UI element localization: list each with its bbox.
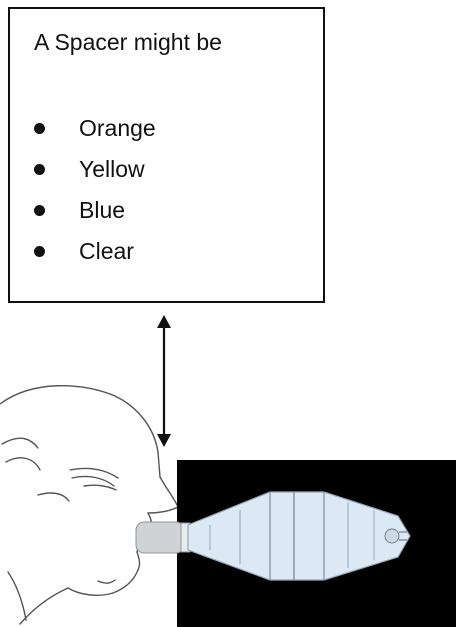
list-item-label: Yellow [79,158,145,181]
bullet-icon [34,123,45,134]
list-item-label: Clear [79,240,134,263]
list-item-label: Orange [79,117,156,140]
bullet-icon [34,246,45,257]
list-item: Orange [28,108,156,149]
spacer-colors-textbox: A Spacer might be Orange Yellow Blue Cle… [8,7,325,303]
person-using-spacer-icon [0,374,456,627]
list-item: Yellow [28,149,156,190]
list-item-label: Blue [79,199,125,222]
list-item: Blue [28,190,156,231]
face-sketch-icon [0,386,178,624]
bullet-icon [34,205,45,216]
bullet-icon [34,164,45,175]
list-item: Clear [28,231,156,272]
color-list: Orange Yellow Blue Clear [28,108,156,272]
textbox-title: A Spacer might be [34,31,222,54]
